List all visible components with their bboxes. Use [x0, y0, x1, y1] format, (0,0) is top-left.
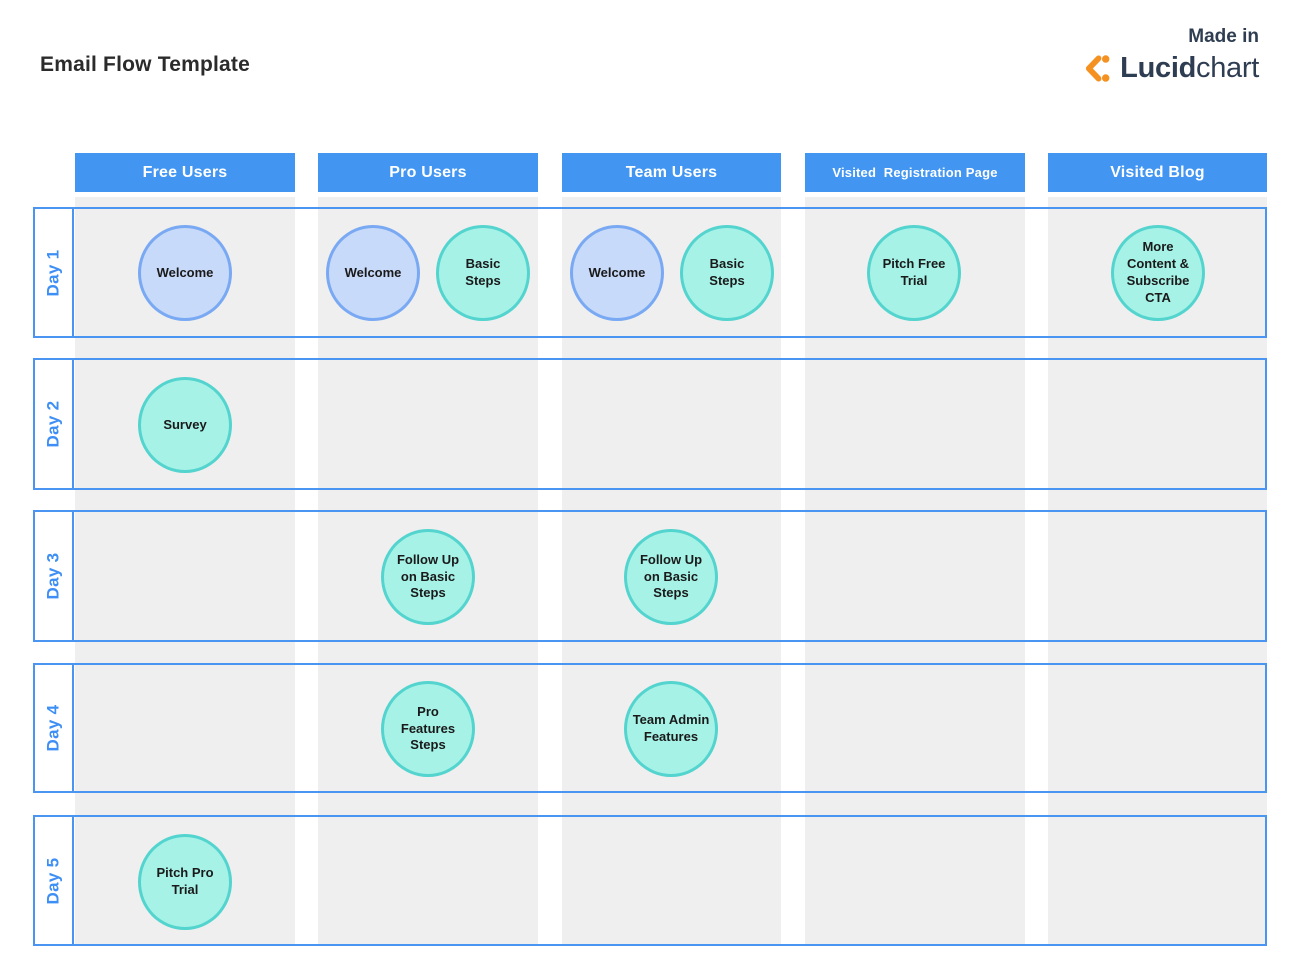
- node-team-admin-features-day4: Team Admin Features: [624, 681, 718, 777]
- day-3-label-cell: Day 3: [35, 512, 74, 640]
- lucidchart-branding: Made in Lucidchart: [1080, 26, 1259, 85]
- day-4-label-cell: Day 4: [35, 665, 74, 791]
- node-pitch-pro-trial-free-users-day5: Pitch Pro Trial: [138, 834, 232, 930]
- day-1-label-cell: Day 1: [35, 209, 74, 336]
- node-basic-steps-team-users-day1: Basic Steps: [680, 225, 774, 321]
- day-1-label: Day 1: [43, 249, 63, 296]
- lucidchart-icon: [1086, 55, 1110, 82]
- row-day-3: Day 3: [33, 510, 1267, 642]
- column-header-free-users: Free Users: [75, 153, 295, 192]
- column-lane-visited-registration-page: [805, 197, 1025, 946]
- row-day-5: Day 5: [33, 815, 1267, 946]
- column-header-team-users: Team Users: [562, 153, 781, 192]
- node-welcome-pro-users-day1: Welcome: [326, 225, 420, 321]
- node-pitch-free-trial-day1: Pitch Free Trial: [867, 225, 961, 321]
- column-header-pro-users: Pro Users: [318, 153, 538, 192]
- node-basic-steps-pro-users-day1: Basic Steps: [436, 225, 530, 321]
- logo-text-chart: chart: [1196, 52, 1259, 84]
- day-5-label: Day 5: [43, 857, 63, 904]
- node-welcome-free-users-day1: Welcome: [138, 225, 232, 321]
- row-day-1: Day 1: [33, 207, 1267, 338]
- page-title: Email Flow Template: [40, 53, 250, 76]
- node-pro-features-steps-day4: Pro Features Steps: [381, 681, 475, 777]
- node-survey-free-users-day2: Survey: [138, 377, 232, 473]
- day-5-label-cell: Day 5: [35, 817, 74, 944]
- column-lane-visited-blog: [1048, 197, 1267, 946]
- day-2-label: Day 2: [43, 400, 63, 448]
- day-4-label: Day 4: [43, 704, 63, 752]
- row-day-4: Day 4: [33, 663, 1267, 793]
- node-welcome-team-users-day1: Welcome: [570, 225, 664, 321]
- logo-text-lucid: Lucid: [1120, 52, 1197, 84]
- lucidchart-wordmark: Lucidchart: [1120, 52, 1259, 85]
- node-more-content-subscribe-cta-day1: More Content & Subscribe CTA: [1111, 225, 1205, 321]
- column-lane-free-users: [75, 197, 295, 946]
- node-follow-up-basic-team-users-day3: Follow Up on Basic Steps: [624, 529, 718, 625]
- day-2-label-cell: Day 2: [35, 360, 74, 488]
- day-3-label: Day 3: [43, 552, 63, 600]
- row-day-2: Day 2: [33, 358, 1267, 490]
- column-header-visited-registration-page: Visited Registration Page: [805, 153, 1025, 192]
- made-in-label: Made in: [1188, 26, 1259, 47]
- lucidchart-logo: Lucidchart: [1080, 52, 1259, 85]
- column-header-visited-blog: Visited Blog: [1048, 153, 1267, 192]
- node-follow-up-basic-pro-users-day3: Follow Up on Basic Steps: [381, 529, 475, 625]
